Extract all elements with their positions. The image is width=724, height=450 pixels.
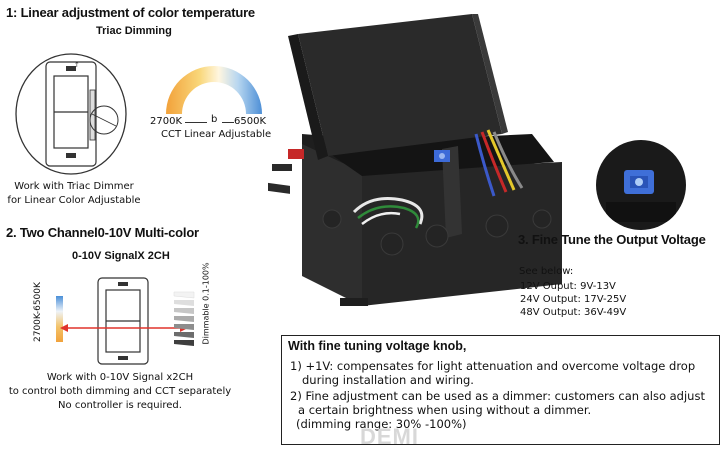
- svg-text:↑: ↑: [74, 61, 80, 69]
- section3-title: 3. Fine Tune the Output Voltage: [518, 232, 706, 247]
- section1-caption-line1: Work with Triac Dimmer: [14, 181, 134, 192]
- fine-tuning-info-box: With fine tuning voltage knob, 1) +1V: c…: [281, 335, 720, 449]
- cct-marker-label: b: [211, 114, 218, 125]
- see-below-label: See below:: [519, 266, 574, 277]
- section1-title: 1: Linear adjustment of color temperatur…: [6, 5, 255, 20]
- cct-vertical-scale: [56, 296, 63, 342]
- right-scale-label: Dimmable 0.1-100%: [201, 262, 211, 345]
- triac-switch-illustration: ↑: [15, 53, 127, 175]
- cct-gradient-arc: [166, 66, 262, 114]
- watermark: DEMI: [360, 424, 419, 449]
- fine-box-line2b: a certain brightness when using without …: [298, 403, 592, 417]
- section2-subtitle: 0-10V SignalX 2CH: [72, 250, 170, 262]
- fine-box-line1: 1) +1V: compensates for light attenuatio…: [290, 359, 696, 373]
- section2-caption-line2: to control both dimming and CCT separate…: [8, 386, 232, 397]
- section1-subtitle: Triac Dimming: [96, 25, 172, 37]
- right-scale-label-wrap: Dimmable 0.1-100%: [200, 262, 212, 346]
- section2-caption-line1: Work with 0-10V Signal x2CH: [46, 372, 194, 383]
- section1-caption-line2: for Linear Color Adjustable: [7, 195, 141, 206]
- cct-min-label: 2700K: [150, 116, 183, 127]
- cct-slider-line: [185, 122, 207, 123]
- knob-zoom-detail: [606, 170, 676, 222]
- section2-title: 2. Two Channel0-10V Multi-color: [6, 225, 199, 240]
- cct-slider-line-right: [222, 122, 234, 123]
- fine-box-title: With fine tuning voltage knob,: [288, 339, 467, 353]
- knob-zoom-circle: [596, 140, 686, 230]
- left-scale-label: 2700K-6500K: [33, 282, 43, 342]
- left-scale-label-wrap: 2700K-6500K: [31, 282, 45, 344]
- spec-48v: 48V Output: 36V-49V: [520, 307, 627, 318]
- dimming-level-bars: [173, 291, 195, 346]
- fine-box-line2: 2) Fine adjustment can be used as a dimm…: [290, 389, 705, 403]
- cct-max-label: 6500K: [234, 116, 267, 127]
- driver-junction-box-image: [268, 14, 562, 306]
- fine-box-line3: (dimming range: 30% -100%): [296, 417, 467, 431]
- spec-24v: 24V Output: 17V-25V: [520, 294, 627, 305]
- section2-caption-line3: No controller is required.: [58, 400, 182, 411]
- spec-12v: 12V Ouput: 9V-13V: [520, 281, 616, 292]
- cct-caption: CCT Linear Adjustable: [161, 129, 272, 140]
- dual-channel-switch-illustration: [60, 277, 188, 365]
- fine-box-line1b: during installation and wiring.: [302, 373, 474, 387]
